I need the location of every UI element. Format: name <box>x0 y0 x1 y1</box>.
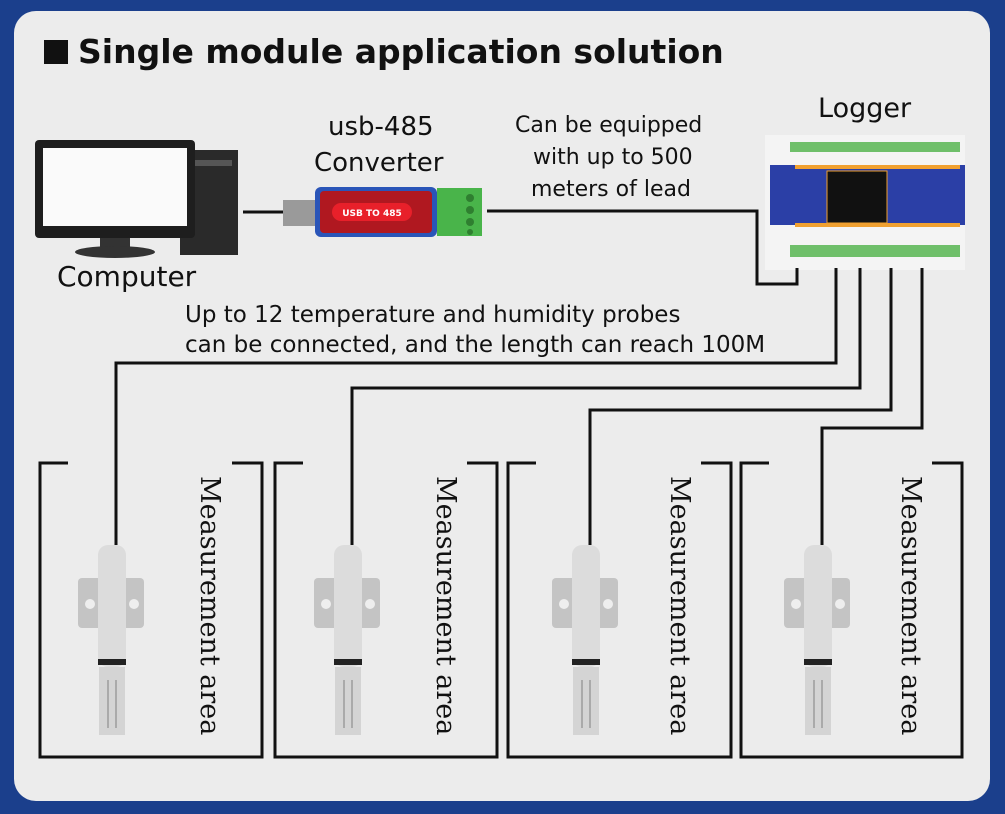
wires <box>114 209 924 545</box>
page-title: Single module application solution <box>44 32 724 71</box>
logger-label: Logger <box>818 93 912 124</box>
measurement-area-bracket <box>739 461 964 759</box>
probe-note-line2: can be connected, and the length can rea… <box>185 332 766 358</box>
measurement-area-bracket <box>506 461 733 759</box>
square-bullet-icon <box>44 39 68 64</box>
lead-note-line1: Can be equipped <box>515 113 703 138</box>
area-label-2: Measurement area <box>430 476 461 736</box>
area-label-1: Measurement area <box>194 476 225 736</box>
computer-label: Computer <box>57 260 197 293</box>
lead-note-line3: meters of lead <box>531 177 691 202</box>
area-label-4: Measurement area <box>895 476 926 736</box>
probe-icon <box>552 545 618 735</box>
probe-note-line1: Up to 12 temperature and humidity probes <box>185 302 681 328</box>
converter-device-text: USB TO 485 <box>342 209 402 219</box>
computer-icon <box>35 140 238 258</box>
converter-label-line2: Converter <box>314 148 444 178</box>
converter-label-line1: usb-485 <box>328 112 434 142</box>
probe-icon <box>784 545 850 735</box>
title-text: Single module application solution <box>78 32 724 71</box>
measurement-area-bracket <box>38 461 264 759</box>
measurement-area-bracket <box>273 461 499 759</box>
area-label-3: Measurement area <box>664 476 695 736</box>
usb-485-converter-icon: USB TO 485 <box>283 187 482 237</box>
lead-note-line2: with up to 500 <box>533 145 693 170</box>
probe-icon <box>78 545 144 735</box>
logger-icon <box>765 135 965 270</box>
probe-icon <box>314 545 380 735</box>
